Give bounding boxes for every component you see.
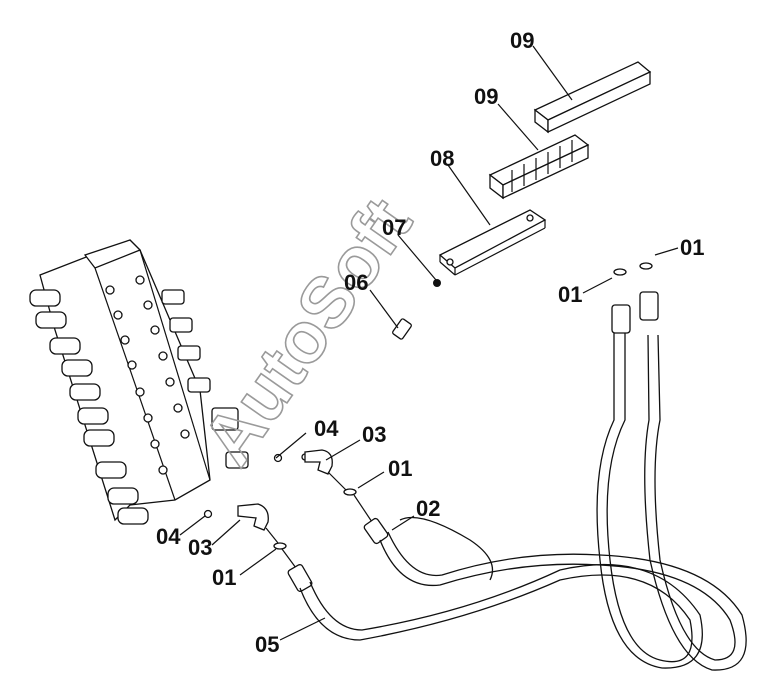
callout-05: 05	[255, 632, 279, 657]
callout-01-lower: 01	[212, 565, 236, 590]
clamp-block-09-upper	[533, 61, 652, 134]
hose-fitting-top-left	[611, 304, 631, 334]
callout-03-lower: 03	[188, 535, 212, 560]
control-valve-block	[29, 239, 249, 525]
callout-03-upper: 03	[362, 422, 386, 447]
callout-01-top-right: 01	[680, 235, 704, 260]
o-ring-01-top-left	[613, 268, 627, 276]
callout-06: 06	[344, 270, 368, 295]
callout-02: 02	[416, 496, 440, 521]
valve-spool-caps-left	[29, 289, 149, 525]
callout-09-upper: 09	[510, 28, 534, 53]
hose-end-fitting-lower	[287, 564, 313, 592]
callout-04-upper: 04	[314, 416, 339, 441]
valve-bolt-holes	[105, 275, 190, 475]
elbow-fitting-03-lower	[237, 503, 269, 531]
clamp-plate-08	[438, 209, 547, 276]
callout-labels: 09 09 08 07 06 01 01 04 03 01 02 04 03 0…	[156, 28, 704, 657]
valve-side-fittings	[161, 289, 249, 469]
callout-04-lower: 04	[156, 524, 181, 549]
o-ring-04-lower	[203, 509, 213, 519]
top-hose-fittings	[611, 262, 659, 334]
washer-07	[433, 279, 441, 287]
callout-01-middle: 01	[388, 456, 412, 481]
o-ring-04-upper	[273, 453, 283, 463]
o-ring-01-mid	[343, 488, 357, 496]
fitting-group-upper	[273, 449, 389, 545]
hose-assemblies	[299, 330, 747, 671]
clamp-block-09-lower	[488, 134, 590, 200]
elbow-fitting-03-upper	[304, 449, 333, 475]
leader-lines	[179, 45, 679, 641]
o-ring-01-top-right	[639, 262, 653, 270]
fitting-group-lower	[203, 503, 313, 592]
callout-07: 07	[382, 215, 406, 240]
callout-09-lower: 09	[474, 84, 498, 109]
hose-fitting-top-right	[639, 291, 659, 321]
hose-end-fitting-upper	[363, 517, 389, 545]
o-ring-01-lower	[273, 542, 287, 550]
callout-08: 08	[430, 146, 454, 171]
callout-01-top-left: 01	[558, 282, 582, 307]
screw-06	[392, 318, 412, 340]
